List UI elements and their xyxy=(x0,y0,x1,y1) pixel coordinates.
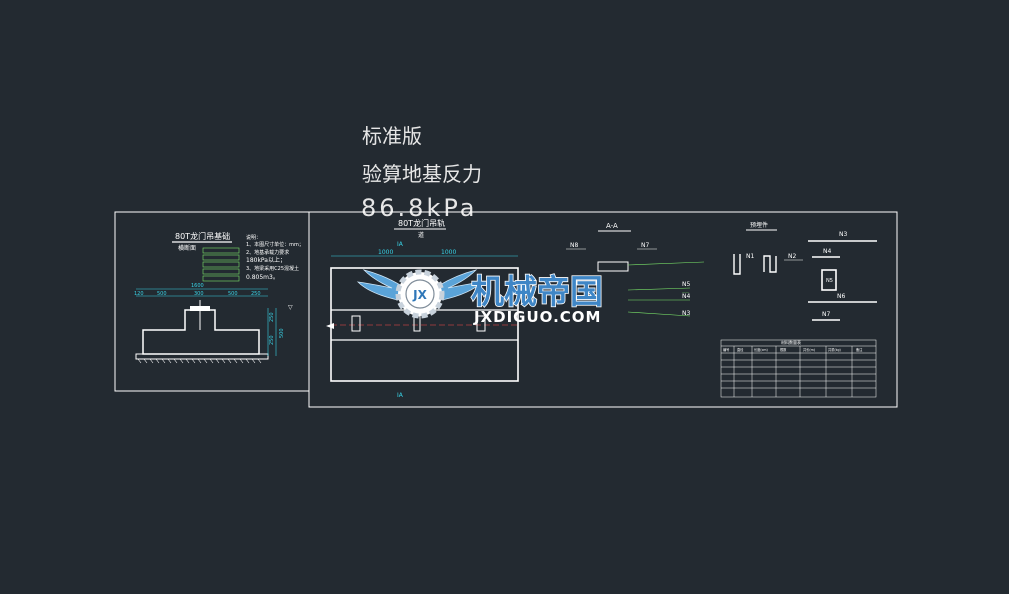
left-sheet-subtitle: 横断面 xyxy=(178,244,196,252)
rail-block xyxy=(190,306,210,311)
notes-header: 说明： xyxy=(246,234,261,241)
table-h-note: 备注 xyxy=(856,347,863,352)
elevation-mark: ▽ xyxy=(288,304,293,311)
note-item-3: 180kPa以上； xyxy=(246,256,286,264)
section-aa-title: A-A xyxy=(606,222,618,230)
plan-dim-left: 1000 xyxy=(378,249,393,256)
label-n7-top: N7 xyxy=(641,242,649,249)
label-n4-mid: N4 xyxy=(682,293,690,300)
dim-total: 1600 xyxy=(191,283,204,289)
note-standard-edition: 标准版 xyxy=(362,124,422,148)
plan-subtitle: 道 xyxy=(418,231,424,239)
right-sheet-frame xyxy=(308,211,898,408)
legend-blocks xyxy=(202,247,240,282)
rebar-n5-stirrup xyxy=(821,269,837,291)
site-name: JXDIGUO.COM xyxy=(473,308,601,326)
left-sheet: 80T龙门吊基础 横断面 1600 120 500 300 500 250 25… xyxy=(114,211,310,392)
rebar-n2-shape xyxy=(763,255,777,273)
label-n5: N5 xyxy=(682,281,690,288)
beam-section-outline xyxy=(142,309,260,355)
left-sheet-title: 80T龙门吊基础 xyxy=(175,231,230,241)
label-n3-mid: N3 xyxy=(682,310,690,317)
embed-plate-1 xyxy=(351,315,361,332)
label-n1: N1 xyxy=(746,253,754,260)
embed-plate-3 xyxy=(476,315,486,332)
section-aa-leader-1 xyxy=(627,261,705,266)
section-mark-bottom: IA xyxy=(397,392,404,399)
table-h-len: 长度(cm) xyxy=(754,347,768,352)
label-n7-right: N7 xyxy=(822,311,830,318)
label-n8: N8 xyxy=(570,242,578,249)
wing-left-icon xyxy=(356,269,403,301)
note-item-5: 0.805m3。 xyxy=(246,274,279,281)
rebar-n1-shape xyxy=(733,254,741,275)
note-item-4: 3、地梁采用C25混凝土 xyxy=(246,265,299,272)
table-title: 材料数量表 xyxy=(781,339,801,345)
table-h-id: 编号 xyxy=(723,347,729,352)
table-h-total: 共长(m) xyxy=(803,347,815,352)
dim-mid: 250 xyxy=(251,291,261,297)
plan-title: 80T龙门吊轨 xyxy=(398,218,445,228)
emblem-text: JX xyxy=(412,288,427,302)
section-aa-leader-2 xyxy=(627,287,691,291)
right-sheet: 80T龙门吊轨 道 IA IA 1000 1000 A-A xyxy=(308,211,898,408)
table-h-dia: 直径 xyxy=(737,347,744,352)
dim-a: 120 xyxy=(134,291,144,297)
label-n2: N2 xyxy=(788,253,796,260)
section-aa-top xyxy=(597,261,629,272)
dim-c: 300 xyxy=(194,291,204,297)
dim-d: 500 xyxy=(228,291,238,297)
gear-inner xyxy=(405,279,435,309)
material-table xyxy=(720,339,877,398)
table-h-count: 根数 xyxy=(780,347,787,352)
embed-parts-title: 预埋件 xyxy=(750,221,768,229)
vdim-2: 250 xyxy=(269,335,275,345)
section-mark-top: IA xyxy=(397,241,404,248)
break-arrow xyxy=(326,323,334,329)
wing-right-icon xyxy=(437,269,484,301)
label-n6: N6 xyxy=(837,293,845,300)
section-aa-leader-4 xyxy=(627,311,691,317)
table-h-weight: 共重(kg) xyxy=(828,347,841,352)
vdim-3: 500 xyxy=(279,328,285,338)
label-n5-right: N5 xyxy=(826,278,833,284)
label-n4-right: N4 xyxy=(823,248,831,255)
note-item-1: 1、本图尺寸单位：mm； xyxy=(246,241,304,248)
note-item-2: 2、地基承载力要求 xyxy=(246,249,289,256)
dim-b: 500 xyxy=(157,291,167,297)
note-reaction-value: 86.8kPa xyxy=(361,194,478,222)
vdim-1: 250 xyxy=(269,312,275,322)
cushion-layer xyxy=(135,353,269,360)
note-check-foundation: 验算地基反力 xyxy=(362,162,482,186)
label-n3-right: N3 xyxy=(839,231,847,238)
plan-dim-right: 1000 xyxy=(441,249,456,256)
watermark: JX 机械帝国 JXDIGUO.COM xyxy=(356,269,604,326)
dim-small-green: —— xyxy=(682,290,690,294)
ground-hatch xyxy=(137,358,262,364)
brand-name: 机械帝国 xyxy=(471,272,603,311)
